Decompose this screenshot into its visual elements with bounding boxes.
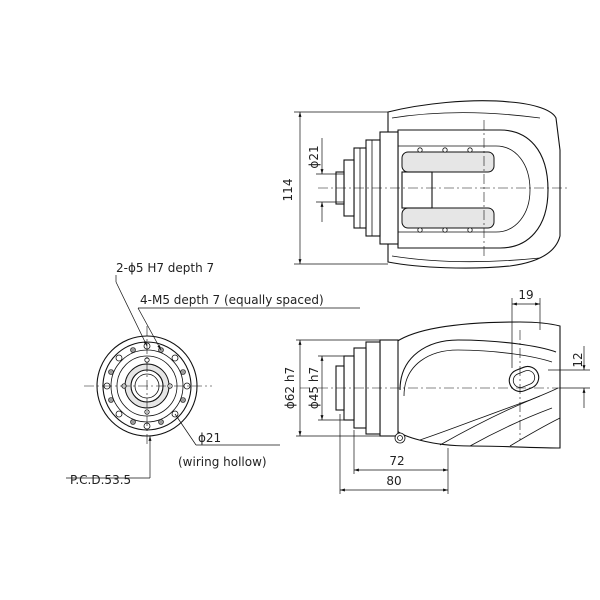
dim-12: 12	[571, 352, 585, 367]
dim-114: 114	[281, 179, 295, 202]
dim-top-bore: ϕ21	[307, 145, 321, 168]
tapped-hole-note: 4-M5 depth 7 (equally spaced)	[140, 293, 324, 307]
dim-80: 80	[386, 474, 401, 488]
flange-view	[66, 275, 360, 479]
dim-72: 72	[389, 454, 404, 468]
bore-note: ϕ21	[198, 431, 221, 445]
wiring-hollow-note: (wiring hollow)	[178, 455, 267, 469]
dim-19: 19	[518, 288, 533, 302]
top-view	[294, 100, 570, 269]
dim-outer-diameter: ϕ62 h7	[283, 367, 297, 409]
dim-inner-diameter: ϕ45 h7	[307, 367, 321, 409]
pcd-note: P.C.D.53.5	[70, 473, 131, 487]
side-view	[296, 298, 590, 494]
pin-hole-note: 2-ϕ5 H7 depth 7	[116, 261, 214, 275]
